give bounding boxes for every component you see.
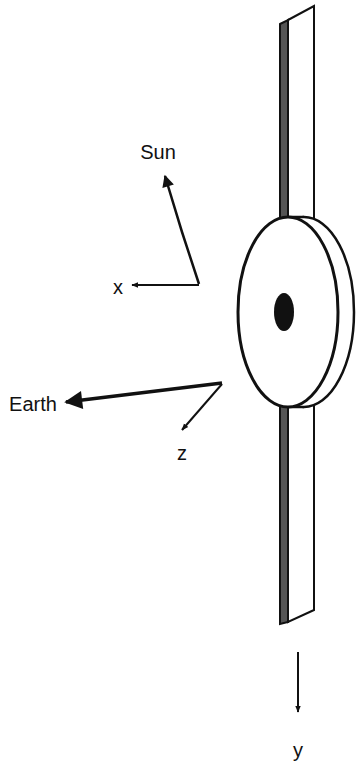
axis-label: y: [293, 740, 303, 760]
axis-label: x: [113, 277, 123, 297]
axis-label: Sun: [140, 142, 176, 162]
axis-label: z: [177, 443, 187, 463]
x-axis-arrow: [132, 284, 199, 286]
y-axis-arrow: [297, 652, 299, 712]
lower-boom: [280, 392, 314, 624]
earth-arrow: [66, 383, 222, 402]
axis-arrows: [66, 176, 298, 712]
sun-arrow: [165, 176, 199, 284]
spacecraft-body: [238, 217, 354, 407]
z-axis-arrow: [182, 384, 222, 430]
upper-boom: [280, 6, 314, 234]
axis-label: Earth: [9, 394, 57, 414]
